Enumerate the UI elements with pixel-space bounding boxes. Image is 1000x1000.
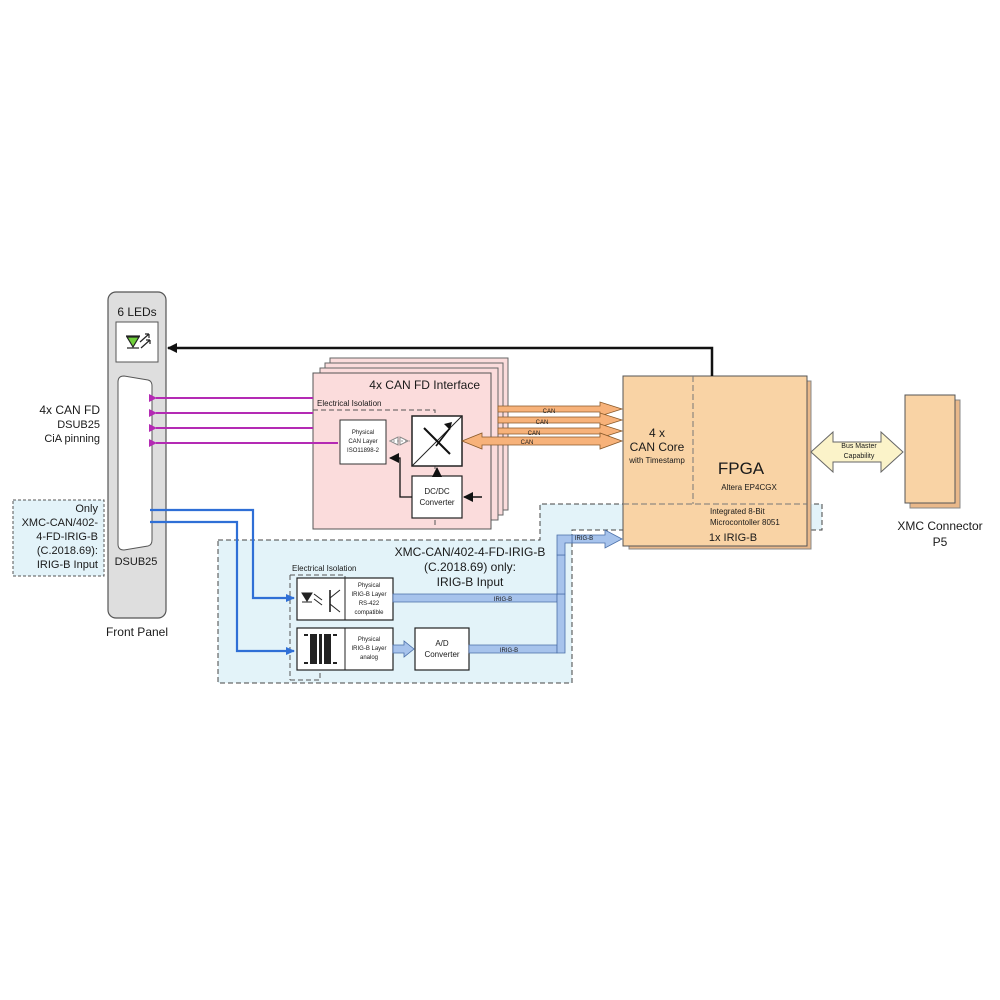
led-control-line [167, 343, 714, 376]
can-isolation-label: Electrical Isolation [317, 399, 381, 408]
can-interface-title: 4x CAN FD Interface [369, 378, 480, 392]
bus-master-arrow [810, 430, 904, 474]
dcdc-2: Converter [419, 498, 454, 507]
dsub25-label: DSUB25 [115, 556, 158, 568]
can-bus-label-2: CAN [536, 420, 549, 426]
irig-bus-arrows [392, 529, 623, 658]
bus-master-2: Capability [844, 453, 875, 460]
fpga-chip: Altera EP4CGX [721, 483, 777, 492]
xmc-label-2: P5 [933, 535, 948, 549]
phys-can-2: CAN Layer [348, 439, 377, 445]
irig-note-3: 4-FD-IRIG-B [36, 531, 98, 543]
irig-isolation-label: Electrical Isolation [292, 564, 356, 573]
rs422-block [296, 577, 394, 621]
ad-1: A/D [435, 639, 449, 648]
optocoupler-icon [301, 589, 341, 613]
rs422-1: Physical [358, 583, 380, 589]
front-panel-caption: Front Panel [106, 625, 168, 639]
rs422-3: RS-422 [359, 601, 380, 607]
micro-1: Integrated 8-Bit [710, 507, 765, 516]
irig-title-1: XMC-CAN/402-4-FD-IRIG-B [395, 545, 546, 559]
can-label-3: CiA pinning [44, 433, 100, 445]
fpga-block [622, 375, 812, 550]
micro-2: Microcontoller 8051 [710, 518, 780, 527]
phys-can-3: ISO11898-2 [347, 448, 380, 454]
dcdc-box [411, 475, 463, 519]
front-panel [107, 291, 167, 619]
transformer-icon [304, 634, 337, 664]
dcdc-1: DC/DC [424, 487, 450, 496]
can-core-2: CAN Core [630, 440, 685, 454]
irig-bus-label-top: IRIG-B [575, 536, 593, 542]
rs422-2: IRIG-B Layer [351, 592, 386, 598]
irig-bus-label-mid: IRIG-B [494, 597, 512, 603]
leds-label: 6 LEDs [117, 305, 156, 319]
phys-can-1: Physical [352, 430, 374, 436]
irig-input-lines [150, 508, 295, 655]
can-bus-label-4: CAN [521, 440, 534, 446]
switch-icon [411, 415, 463, 467]
can-core-1: 4 x [649, 426, 665, 440]
irig-title-3: IRIG-B Input [437, 575, 504, 589]
xmc-connector [904, 394, 961, 509]
analog-1: Physical [358, 637, 380, 643]
can-bus-arrows [460, 401, 624, 450]
xmc-label-1: XMC Connector [897, 519, 982, 533]
irig-note-box [12, 499, 105, 577]
irig-note-1: Only [75, 503, 98, 515]
irig-bus-label-bottom: IRIG-B [500, 648, 518, 654]
irig-note-5: IRIG-B Input [37, 559, 98, 571]
can-bus-label-1: CAN [543, 409, 556, 415]
can-label-2: DSUB25 [57, 419, 100, 431]
can-label-1: 4x CAN FD [39, 403, 100, 417]
analog-2: IRIG-B Layer [351, 646, 386, 652]
analog-3: analog [360, 655, 378, 661]
can-bus-label-3: CAN [528, 431, 541, 437]
led-icon [125, 333, 151, 349]
physical-can-layer-box [339, 419, 387, 465]
fpga-irig: 1x IRIG-B [709, 532, 757, 544]
ad-converter-box [414, 627, 470, 671]
irig-note-4: (C.2018.69): [37, 545, 98, 557]
bus-master-1: Bus Master [841, 443, 877, 450]
can-core-3: with Timestamp [628, 456, 685, 465]
irig-note-2: XMC-CAN/402- [22, 517, 99, 529]
rs422-4: compatible [354, 610, 384, 616]
dsub25-connector [117, 375, 153, 551]
ad-2: Converter [424, 650, 459, 659]
irig-title-2: (C.2018.69) only: [424, 560, 516, 574]
fpga-title: FPGA [718, 459, 765, 478]
can-lines [149, 394, 338, 447]
